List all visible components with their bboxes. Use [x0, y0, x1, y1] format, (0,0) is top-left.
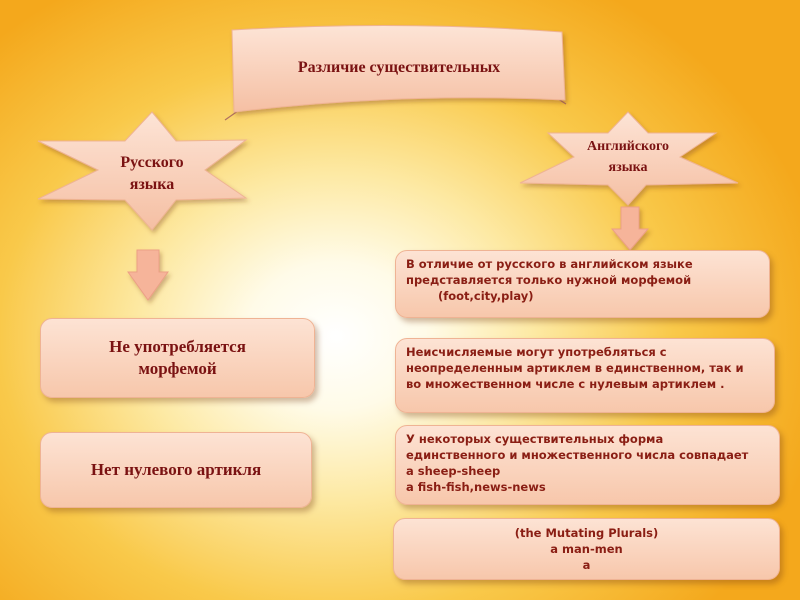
english-box-morpheme: В отличие от русского в английском языке…: [395, 250, 770, 318]
down-arrow-right: [610, 206, 650, 251]
title-text: Различие существительных: [234, 58, 564, 78]
english-box-2-line-3: во множественном числе с нулевым артикле…: [406, 377, 725, 391]
english-label-line-1: Английского: [587, 139, 669, 154]
english-box-uncountable: Неисчисляемые могут употребляться с неоп…: [395, 338, 775, 413]
russian-label-line-2: языка: [129, 176, 175, 193]
title-label: Различие существительных: [297, 59, 501, 76]
english-box-4-line-1: (the Mutating Plurals): [514, 526, 659, 540]
english-box-mutating-plurals: (the Mutating Plurals) a man-men a: [393, 518, 780, 580]
english-box-3-line-1: У некоторых существительных форма: [406, 432, 664, 446]
english-box-3-line-2: единственного и множественного числа сов…: [406, 448, 749, 462]
title-banner: [231, 24, 566, 113]
russian-box-article: Нет нулевого артикля: [40, 432, 312, 508]
english-box-1-line-2: представляется только нужной морфемой: [406, 273, 692, 287]
russian-box-2-line-1: Нет нулевого артикля: [90, 460, 262, 479]
english-box-4-line-2: a man-men: [550, 542, 623, 556]
russian-box-morpheme: Не употребляется морфемой: [40, 318, 315, 398]
english-box-4-line-3: a: [582, 558, 591, 572]
english-label-line-2: языка: [608, 160, 648, 175]
english-box-3-line-3: a sheep-sheep: [406, 464, 501, 478]
english-box-1-line-3: (foot,city,play): [438, 289, 534, 303]
russian-star-label: Русского языка: [90, 152, 214, 196]
english-star: [519, 111, 739, 206]
english-box-2-line-2: неопределенным артиклем в единственном, …: [406, 361, 744, 375]
english-box-2-line-1: Неисчисляемые могут употребляться с: [406, 345, 667, 359]
russian-label-line-1: Русского: [120, 154, 184, 171]
english-box-same-form: У некоторых существительных форма единст…: [395, 425, 780, 505]
russian-box-1-line-1: Не употребляется: [109, 337, 246, 356]
down-arrow-left: [127, 249, 169, 301]
english-star-label: Английского языка: [568, 136, 688, 178]
russian-box-1-line-2: морфемой: [138, 359, 217, 378]
english-box-1-line-1: В отличие от русского в английском языке: [406, 257, 693, 271]
russian-star: [37, 111, 248, 231]
english-box-3-line-4: a fish-fish,news-news: [406, 480, 546, 494]
